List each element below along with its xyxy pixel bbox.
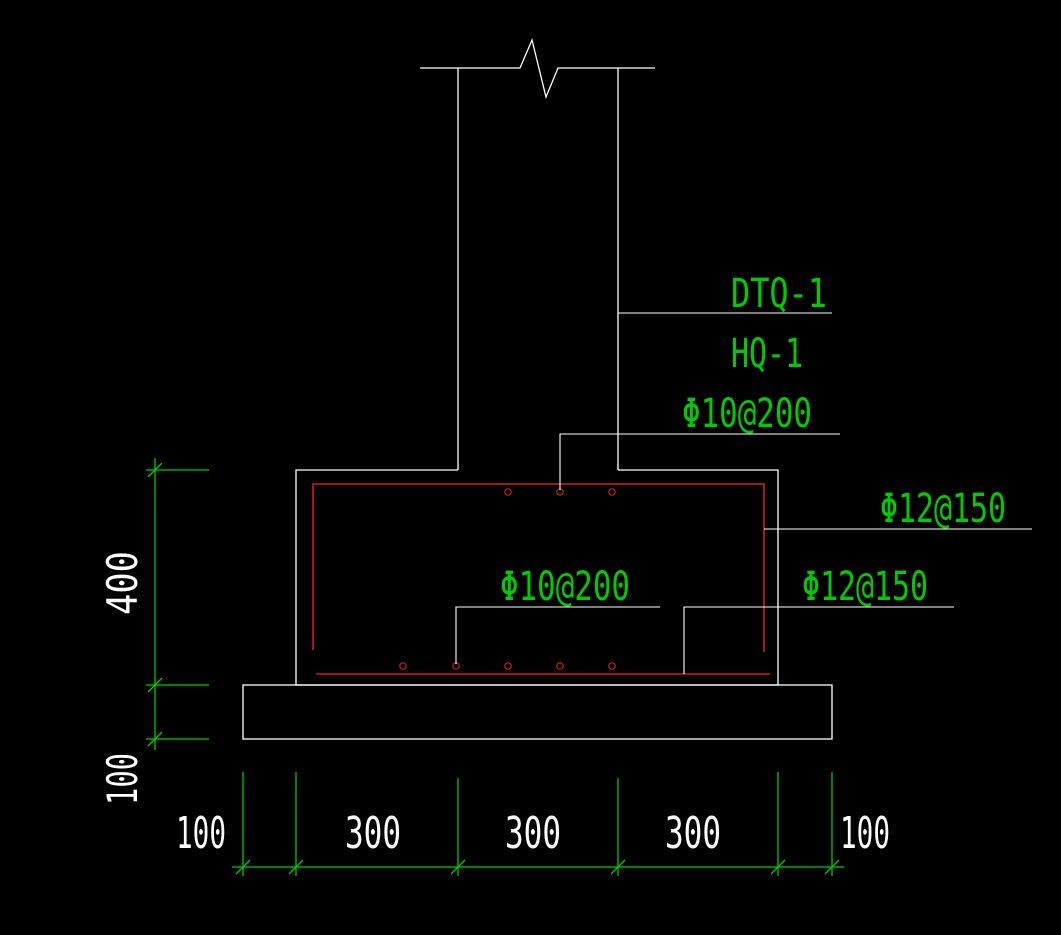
wall-outline: [420, 37, 655, 470]
cushion-layer: [242, 684, 833, 740]
rebar-dot-bottom-3: [504, 662, 512, 670]
horizontal-dimension: [232, 772, 844, 876]
bottom-main-label: Φ12@150: [802, 564, 928, 610]
hdim-tick-2: [288, 859, 304, 875]
hdim-label-2: 300: [345, 808, 401, 859]
rebar-dot-top-3: [608, 488, 616, 496]
hdim-tick-5: [770, 859, 786, 875]
vdim-footing-height: 400: [98, 551, 147, 615]
leader-bottom-dist: [455, 606, 660, 664]
leader-bottom-main: [683, 606, 954, 674]
vdim-tick-top: [147, 462, 163, 478]
hdim-tick-1: [235, 859, 251, 875]
bottom-dist-label: Φ10@200: [500, 564, 630, 610]
rebar-dot-top-1: [504, 488, 512, 496]
wall-break-line: [420, 37, 655, 100]
hdim-tick-4: [610, 859, 626, 875]
wall-tag-label: DTQ-1: [731, 271, 827, 317]
annotations: DTQ-1 HQ-1 Φ10@200 Φ12@150 Φ10@200 Φ12@1…: [500, 271, 1006, 610]
vertical-dimension: [146, 458, 209, 750]
vdim-cushion-height: 100: [98, 753, 147, 805]
rebar-dot-bottom-5: [608, 662, 616, 670]
hdim-tick-6: [824, 859, 840, 875]
leader-top-bar: [559, 433, 840, 490]
rebar-stirrup: [312, 483, 765, 652]
vertical-dim-text: 400 100: [98, 551, 147, 805]
beam-tag-label: HQ-1: [731, 331, 803, 377]
footing-outline: [242, 469, 833, 740]
horizontal-dim-text: 100 300 300 300 100: [176, 808, 890, 859]
top-bar-label: Φ10@200: [682, 391, 812, 437]
hdim-label-5: 100: [840, 808, 890, 859]
hdim-tick-3: [450, 859, 466, 875]
rebar-dot-bottom-4: [556, 662, 564, 670]
hdim-label-3: 300: [505, 808, 561, 859]
leader-lines: [455, 312, 1032, 674]
stirrup-label: Φ12@150: [880, 486, 1006, 532]
hdim-label-4: 300: [665, 808, 721, 859]
hdim-label-1: 100: [176, 808, 226, 859]
vdim-tick-mid: [147, 677, 163, 693]
rebar-dot-bottom-1: [399, 662, 407, 670]
vdim-tick-bot: [147, 731, 163, 747]
